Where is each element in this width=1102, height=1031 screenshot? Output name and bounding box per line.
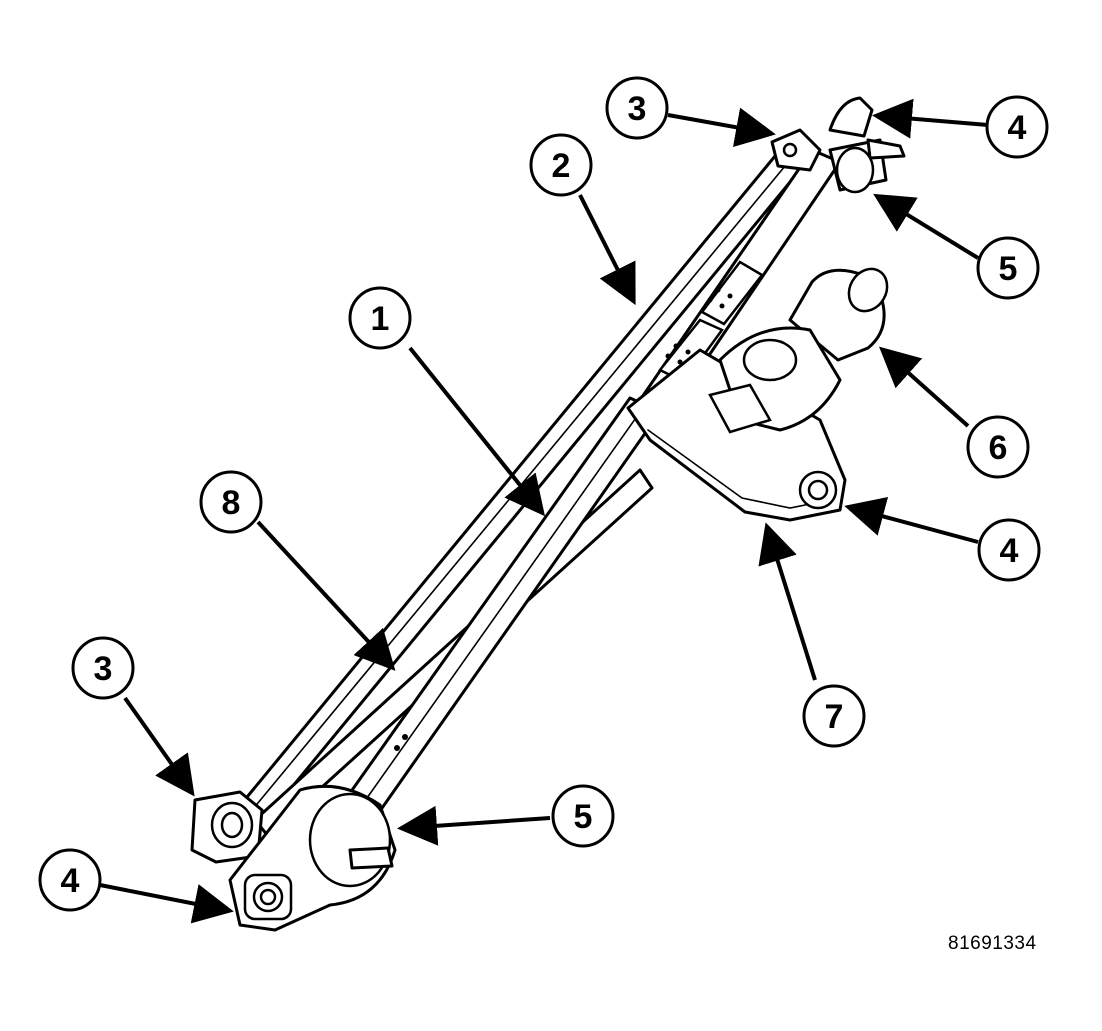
figure-reference-code: 81691334	[948, 933, 1037, 954]
callout-1-label: 1	[371, 300, 390, 338]
callout-4-bottom-label: 4	[61, 862, 80, 900]
callout-3-top: 3	[605, 76, 669, 140]
leader-6	[879, 346, 970, 428]
callout-2: 2	[529, 133, 593, 197]
leader-7	[758, 522, 817, 681]
callout-5-bottom: 5	[551, 784, 615, 848]
callout-1: 1	[348, 286, 412, 350]
callout-3-top-label: 3	[628, 90, 647, 128]
callout-3-bottom: 3	[71, 636, 135, 700]
leader-3b	[123, 696, 195, 797]
wiper-module-illustration	[190, 96, 906, 932]
leader-5a	[873, 193, 980, 260]
leader-3a	[667, 107, 776, 148]
leader-4a	[872, 98, 989, 139]
callout-8-label: 8	[222, 484, 241, 522]
callout-4-middle: 4	[977, 518, 1041, 582]
leader-8	[256, 520, 396, 671]
lower-pivot-assembly	[190, 784, 397, 932]
leader-arrows	[99, 98, 989, 924]
leader-2	[578, 194, 636, 306]
callout-7-label: 7	[825, 698, 844, 736]
motor-bracket	[626, 348, 847, 522]
callout-5-top: 5	[976, 236, 1040, 300]
callout-4-middle-label: 4	[1000, 532, 1019, 570]
callout-6-label: 6	[989, 429, 1008, 467]
callout-4-bottom: 4	[38, 848, 102, 912]
callout-8: 8	[199, 470, 263, 534]
callout-4-top: 4	[985, 95, 1049, 159]
upper-pivot-assembly	[770, 96, 906, 194]
leader-4b	[844, 497, 979, 544]
callout-5-top-label: 5	[999, 250, 1018, 288]
leader-1	[408, 346, 546, 517]
callout-5-bottom-label: 5	[574, 798, 593, 836]
leader-4c	[99, 883, 234, 924]
callout-4-top-label: 4	[1008, 109, 1027, 147]
callout-6: 6	[966, 415, 1030, 479]
callout-3-bottom-label: 3	[94, 650, 113, 688]
wiper-motor	[708, 267, 889, 434]
callout-2-label: 2	[552, 147, 571, 185]
callout-7: 7	[802, 684, 866, 748]
leader-5b	[397, 805, 551, 846]
